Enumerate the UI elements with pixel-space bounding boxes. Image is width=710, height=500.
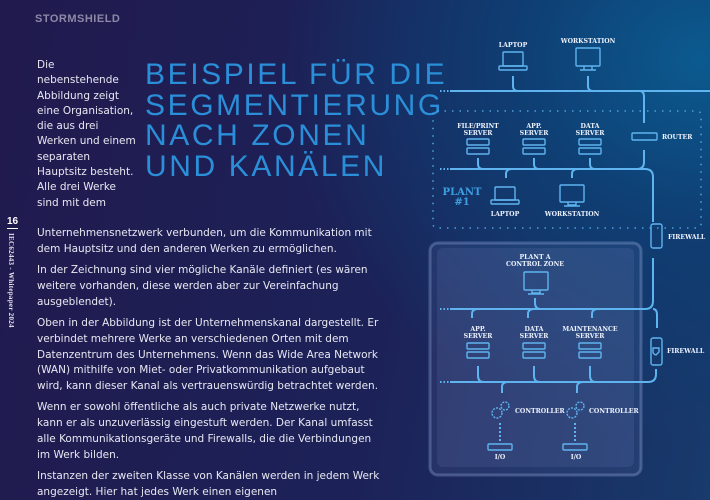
- document-label: IEC62443 - Whitepaper 2024: [7, 233, 15, 328]
- app-server-label: SERVER: [520, 130, 550, 137]
- workstation-icon: [559, 184, 585, 207]
- connectors-control: [471, 298, 599, 393]
- hq-laptop-label: LAPTOP: [499, 42, 528, 49]
- plant1-zone: [432, 110, 702, 229]
- maintenance-server-label: SERVER: [576, 333, 606, 340]
- io-links: [499, 423, 576, 443]
- paragraph: Instanzen der zweiten Klasse von Kanälen…: [37, 470, 380, 498]
- io-icon: [562, 443, 588, 451]
- laptop-icon: [498, 51, 528, 71]
- firewall-icon: [650, 337, 663, 366]
- paragraph: Unternehmensnetzwerk verbunden, um die K…: [37, 227, 372, 255]
- plant1-label: #1: [454, 197, 469, 208]
- paragraph: Wenn er sowohl öffentliche als auch priv…: [37, 401, 373, 461]
- workstation-icon: [523, 271, 549, 295]
- server-icon: [522, 342, 546, 359]
- io-label: I/O: [571, 454, 582, 461]
- maintenance-server-label: MAINTENANCE: [562, 326, 618, 333]
- server-icon: [466, 342, 490, 359]
- data-server-label: SERVER: [576, 130, 606, 137]
- plant1-bus: [450, 168, 654, 222]
- file-server-label: SERVER: [464, 130, 494, 137]
- stormshield-logo: STORMSHIELD: [35, 13, 121, 25]
- bus-ellipsis: [440, 90, 450, 383]
- gear-icon: [491, 401, 510, 419]
- connectors: [477, 76, 645, 178]
- io-bus: [450, 369, 657, 383]
- firewall-label: FIREWALL: [667, 348, 705, 355]
- workstation-icon: [575, 47, 601, 71]
- data-server-label: DATA: [525, 326, 544, 333]
- paragraph: In der Zeichnung sind vier mögliche Kanä…: [37, 264, 368, 308]
- server-icon: [522, 138, 546, 155]
- server-icon: [578, 342, 602, 359]
- controller-label: CONTROLLER: [589, 408, 640, 415]
- control-zone-label: PLANT A: [519, 254, 550, 261]
- server-icon: [466, 138, 490, 155]
- page-title: BEISPIEL FÜR DIE SEGMENTIERUNG NACH ZONE…: [145, 58, 448, 183]
- data-server-label: SERVER: [520, 333, 550, 340]
- plant1-label: PLANT: [443, 187, 482, 198]
- gear-icon: [566, 401, 585, 419]
- control-zone: [428, 241, 643, 477]
- controller-label: CONTROLLER: [515, 408, 566, 415]
- firewall-label: FIREWALL: [668, 234, 706, 241]
- app-server-label: APP.: [525, 123, 541, 130]
- intro-text: Die nebenstehende Abbildung zeigt eine O…: [37, 59, 136, 209]
- page-number: 16: [7, 216, 19, 229]
- data-server-label: DATA: [581, 123, 600, 130]
- control-zone-label: CONTROL ZONE: [506, 261, 564, 268]
- io-icon: [487, 443, 513, 451]
- body-text: Unternehmensnetzwerk verbunden, um die K…: [37, 226, 382, 500]
- router-label: ROUTER: [662, 134, 693, 141]
- server-icon: [578, 138, 602, 155]
- io-label: I/O: [495, 454, 506, 461]
- control-bus: [450, 258, 654, 310]
- plant1-laptop-label: LAPTOP: [491, 211, 520, 218]
- app-server-label: APP.: [469, 326, 485, 333]
- paragraph: Oben in der Abbildung ist der Unternehme…: [37, 316, 379, 393]
- plant1-workstation-label: WORKSTATION: [544, 211, 600, 218]
- laptop-icon: [490, 186, 520, 205]
- firewall-icon: [650, 223, 663, 249]
- hq-workstation-label: WORKSTATION: [560, 38, 616, 45]
- file-server-label: FILE/PRINT: [457, 123, 499, 130]
- app-server-label: SERVER: [464, 333, 494, 340]
- control-link: [652, 308, 658, 328]
- router-icon: [631, 132, 658, 141]
